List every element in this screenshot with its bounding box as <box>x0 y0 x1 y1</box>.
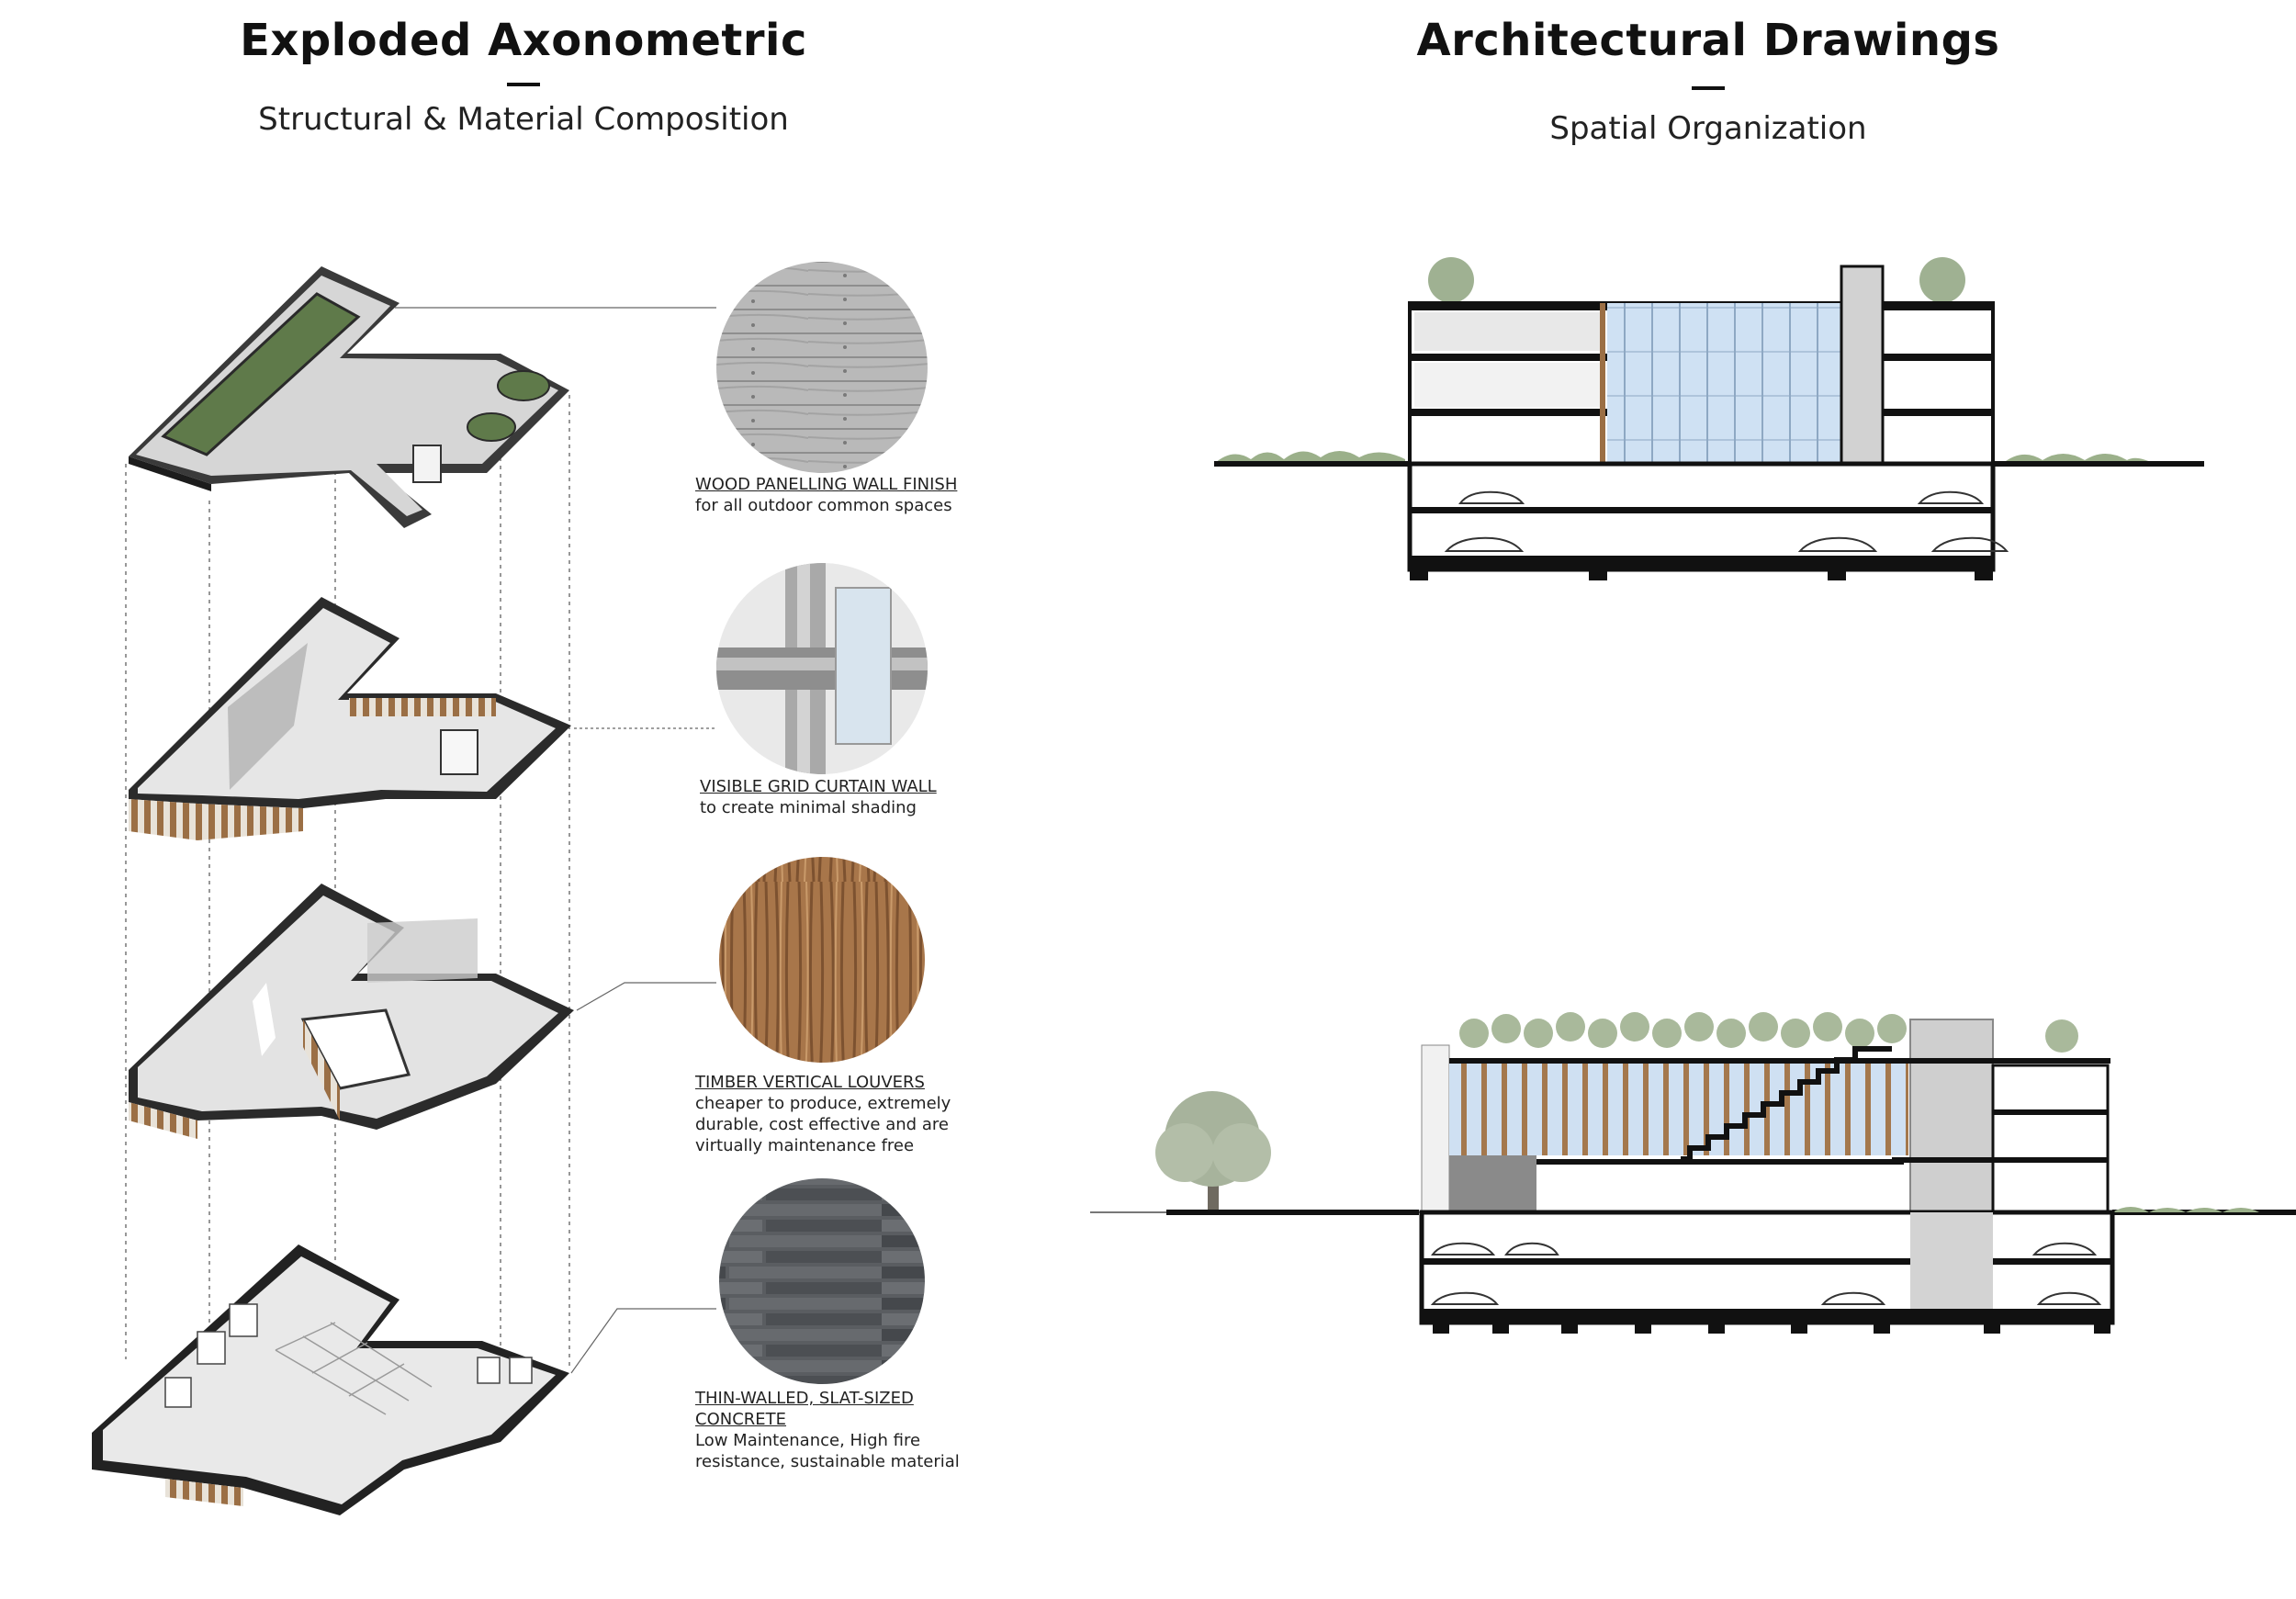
title-divider <box>1692 86 1725 90</box>
material-title: THIN-WALLED, SLAT-SIZED CONCRETE <box>695 1389 914 1429</box>
axonometric-subtitle: Structural & Material Composition <box>258 101 789 138</box>
material-title: VISIBLE GRID CURTAIN WALL <box>700 777 937 796</box>
ground-floor-slab <box>92 1244 569 1515</box>
axonometric-title: Exploded Axonometric <box>240 15 807 66</box>
leader-lines <box>395 307 716 1374</box>
material-swatch-timber <box>719 857 925 1063</box>
material-caption-timber-louvers: TIMBER VERTICAL LOUVERS cheaper to produ… <box>695 1072 1007 1156</box>
upper-floor-slab <box>129 597 571 840</box>
section-drawing-upper <box>1214 257 2204 580</box>
projection-lines <box>125 358 570 1387</box>
material-description: for all outdoor common spaces <box>695 496 952 515</box>
axonometric-heading: Exploded Axonometric Structural & Materi… <box>147 15 900 138</box>
material-caption-wood-panelling: WOOD PANELLING WALL FINISH for all outdo… <box>695 474 957 516</box>
material-description: cheaper to produce, extremely durable, c… <box>695 1094 951 1155</box>
drawings-title: Architectural Drawings <box>1416 15 2000 66</box>
material-title: WOOD PANELLING WALL FINISH <box>695 475 958 494</box>
section-drawing-lower <box>1090 1012 2296 1334</box>
title-divider <box>507 83 540 86</box>
material-description: Low Maintenance, High fire resistance, s… <box>695 1431 960 1471</box>
material-swatch-concrete <box>716 262 928 473</box>
middle-floor-slab <box>129 884 574 1139</box>
roof-level-slab <box>129 266 569 528</box>
material-description: to create minimal shading <box>700 798 917 817</box>
material-swatch-slat-concrete <box>719 1178 925 1384</box>
drawings-subtitle: Spatial Organization <box>1549 110 1867 147</box>
material-caption-curtain-wall: VISIBLE GRID CURTAIN WALL to create mini… <box>700 776 937 818</box>
drawings-heading: Architectural Drawings Spatial Organizat… <box>1341 15 2076 147</box>
material-title: TIMBER VERTICAL LOUVERS <box>695 1073 925 1092</box>
material-caption-slat-concrete: THIN-WALLED, SLAT-SIZED CONCRETE Low Mai… <box>695 1388 1007 1472</box>
material-swatch-curtain-wall <box>716 563 928 774</box>
